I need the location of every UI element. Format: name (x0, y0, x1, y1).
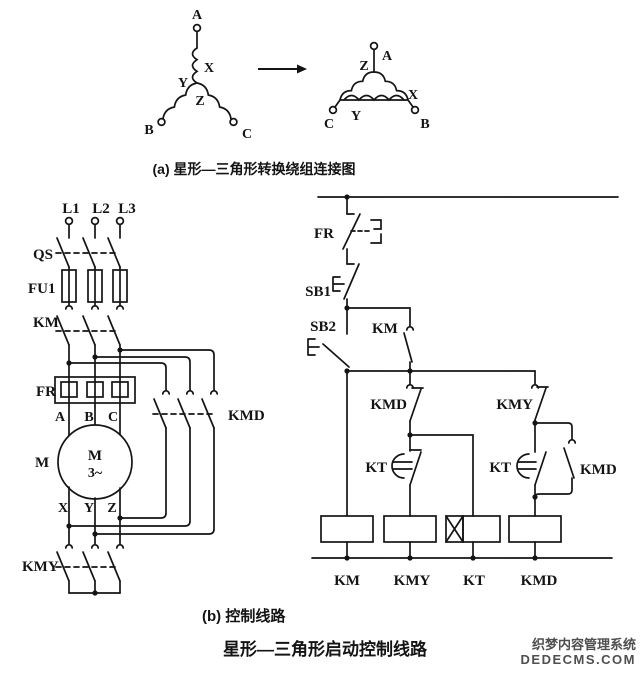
figure-title: 星形—三角形启动控制线路 (223, 639, 428, 659)
star-terminal-b (157, 117, 166, 127)
label-kmd-nc: KMD (370, 397, 407, 413)
label-kt-left: KT (365, 460, 387, 476)
delta-label-b: B (420, 117, 429, 132)
star-winding (157, 23, 238, 127)
kmy-coil (383, 515, 437, 543)
dedecms-watermark: 织梦内容管理系统 DEDECMS.COM (521, 637, 636, 667)
label-x: X (58, 501, 68, 516)
star-terminal-c (229, 117, 238, 127)
label-kmd-no: KMD (580, 462, 617, 478)
delta-label-a: A (382, 49, 393, 64)
terminal-l1 (64, 216, 74, 226)
label-km: KM (33, 315, 59, 331)
label-km-aux: KM (372, 321, 398, 337)
sb2-start-button (307, 307, 350, 368)
caption-a: (a) 星形—三角形转换绕组连接图 (153, 161, 356, 177)
star-label-c: C (242, 127, 252, 142)
kmd-main-contacts (68, 390, 219, 535)
star-coil-by (162, 82, 198, 120)
label-b: B (84, 410, 93, 425)
kt-nc-delayed-contact (391, 434, 422, 517)
label-a: A (55, 410, 66, 425)
label-kmy-nc: KMY (496, 397, 533, 413)
delta-terminal-b (410, 105, 420, 115)
star-coil-cz (196, 82, 232, 120)
delta-terminal-a (369, 41, 379, 51)
label-coil-km: KM (334, 573, 360, 589)
fuse-fu1 (61, 269, 128, 303)
delta-branch-wires (68, 349, 215, 392)
motor-phase: 3~ (88, 466, 103, 481)
label-fr-main: FR (36, 384, 56, 400)
delta-coil-right (373, 71, 409, 101)
caption-b: (b) 控制线路 (202, 607, 286, 625)
kmd-nc-interlock (405, 370, 424, 436)
kt-coil (445, 515, 501, 543)
terminal-l2 (90, 216, 100, 226)
delta-label-c: C (324, 117, 334, 132)
kt-coil-branch (409, 434, 474, 517)
delta-label-y: Y (351, 109, 361, 124)
kmy-main-contacts (55, 544, 125, 594)
label-qs: QS (33, 247, 53, 263)
star-label-y: Y (178, 76, 188, 91)
label-kmd-main: KMD (228, 408, 265, 424)
km-main-contacts (55, 305, 125, 346)
delta-label-z: Z (359, 59, 368, 74)
km-aux-contact (346, 307, 415, 372)
watermark-line2: DEDECMS.COM (520, 652, 636, 667)
sb1-stop-button (332, 263, 360, 300)
terminal-l3 (115, 216, 125, 226)
kt-no-delayed-contact (516, 422, 547, 517)
main-junction-dots (66, 347, 123, 596)
delta-winding (328, 41, 420, 115)
label-m-out: M (35, 455, 49, 471)
star-coil-ax (191, 47, 199, 84)
label-coil-kt: KT (463, 573, 485, 589)
star-terminal-a (192, 23, 202, 33)
delta-label-x: X (408, 88, 418, 103)
kmy-nc-interlock (530, 370, 549, 424)
kmd-coil (508, 515, 562, 543)
label-c: C (108, 410, 118, 425)
km-coil (320, 515, 374, 543)
motor-letter: M (88, 448, 102, 464)
delta-terminal-c (328, 105, 338, 115)
label-sb2: SB2 (310, 319, 336, 335)
star-label-a: A (192, 8, 203, 23)
delta-coil-bottom (343, 94, 405, 102)
star-label-x: X (204, 61, 214, 76)
label-y: Y (84, 501, 94, 516)
label-kmy-main: KMY (22, 559, 59, 575)
label-z: Z (107, 501, 116, 516)
control-circuit (307, 194, 619, 561)
label-sb1: SB1 (305, 284, 331, 300)
qs-switch (55, 237, 121, 268)
label-coil-kmd: KMD (521, 573, 558, 589)
label-kt-right: KT (489, 460, 511, 476)
label-l3: L3 (118, 201, 136, 217)
label-l2: L2 (92, 201, 110, 217)
thermal-relay-fr-heaters (54, 376, 136, 404)
kmd-no-selfhold-contact (534, 422, 577, 498)
star-label-z: Z (195, 94, 204, 109)
watermark-line1: 织梦内容管理系统 (531, 637, 636, 652)
label-l1: L1 (62, 201, 80, 217)
fr-nc-contact (342, 213, 382, 250)
control-junction-dots (344, 194, 538, 561)
star-label-b: B (144, 123, 153, 138)
label-coil-kmy: KMY (394, 573, 431, 589)
label-fr-control: FR (314, 226, 334, 242)
main-circuit (54, 216, 219, 596)
label-fu1: FU1 (28, 281, 56, 297)
delta-coil-left (339, 71, 375, 101)
transform-arrow (258, 64, 307, 74)
